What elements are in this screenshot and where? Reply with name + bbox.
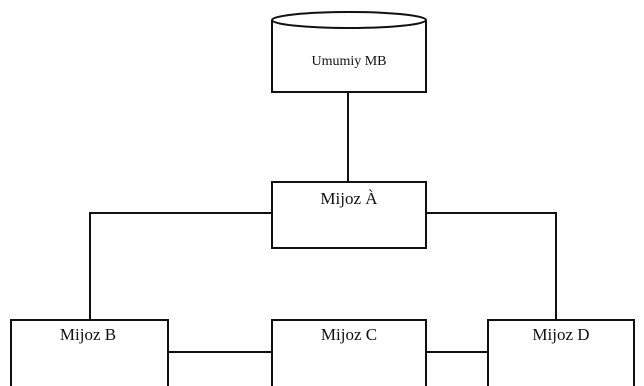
client-d-label: Mijoz D bbox=[532, 325, 589, 344]
client-b-label: Mijoz B bbox=[60, 325, 116, 344]
client-c-node: Mijoz C bbox=[271, 319, 427, 386]
connectors bbox=[89, 90, 557, 353]
client-a-label: Mijoz À bbox=[320, 189, 378, 208]
connector-client-a-to-client-b bbox=[89, 212, 272, 320]
client-b-box bbox=[10, 319, 169, 386]
client-d-node: Mijoz D bbox=[487, 319, 635, 386]
client-d-box bbox=[487, 319, 635, 386]
connector-client-a-to-client-d bbox=[426, 212, 557, 320]
client-c-label: Mijoz C bbox=[321, 325, 377, 344]
client-b-node: Mijoz B bbox=[10, 319, 169, 386]
client-a-node: Mijoz À bbox=[271, 181, 427, 249]
database-cylinder-top bbox=[271, 11, 427, 29]
shared-database: Umumiy MB bbox=[271, 11, 427, 93]
client-a-box bbox=[271, 181, 427, 249]
database-label: Umumiy MB bbox=[311, 54, 386, 69]
database-cylinder-body bbox=[271, 20, 427, 93]
client-c-box bbox=[271, 319, 427, 386]
